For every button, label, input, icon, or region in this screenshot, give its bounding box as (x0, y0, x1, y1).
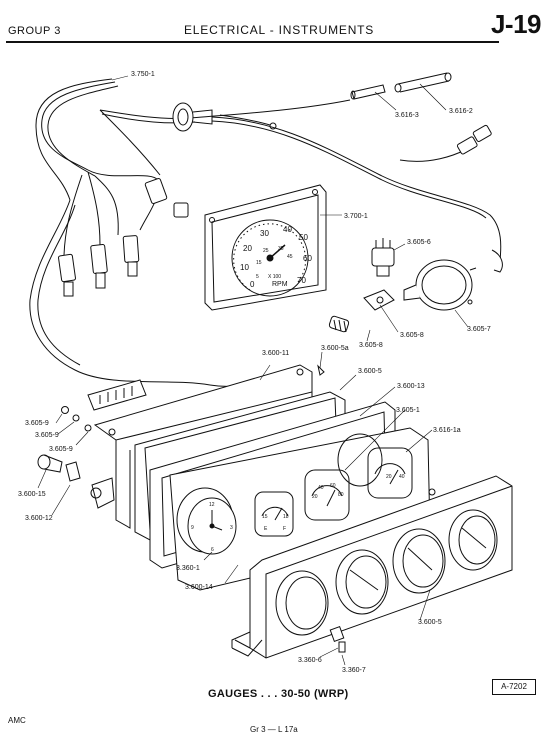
gauge-dial-ring (337, 433, 383, 487)
g2-20: 20 (386, 474, 392, 480)
clock-6: 6 (211, 547, 214, 553)
clock-9: 9 (191, 525, 194, 531)
header-rule (6, 41, 499, 43)
g3-18: 18 (283, 514, 289, 520)
footer-left: AMC (8, 716, 26, 725)
group-label: GROUP 3 (8, 25, 61, 37)
callout-3616-2: 3.616-2 (449, 108, 473, 115)
clock-gauge (176, 487, 237, 555)
callout-3600-14: 3.600-14 (185, 584, 213, 591)
screw-3 (84, 424, 92, 432)
bulb-socket (37, 454, 63, 473)
temperature-gauge (304, 469, 350, 521)
fuel-gauge (254, 491, 294, 537)
speedometer-cable (211, 116, 503, 273)
harness-connectors (58, 177, 189, 297)
tach-70: 70 (297, 276, 306, 285)
callout-3600-13: 3.600-13 (397, 383, 425, 390)
tach-30: 30 (260, 229, 269, 238)
callout-3616-1a: 3.616-1a (433, 427, 461, 434)
callout-3360-6: 3.360-6 (298, 657, 322, 664)
figure-caption: GAUGES . . . 30-50 (WRP) (208, 688, 349, 700)
figure-id: A-7202 (492, 679, 536, 695)
callout-3600-11: 3.600-11 (262, 350, 289, 357)
clock-3: 3 (230, 525, 233, 531)
callout-3700-1: 3.700-1 (344, 213, 368, 220)
small-gauge-scales: 20 40 60 80 20 40 15 18 E F 12 3 6 9 (191, 474, 405, 553)
callout-3600-5a: 3.600-5a (321, 345, 349, 352)
callout-3616-3: 3.616-3 (395, 112, 419, 119)
callout-3605-6: 3.605-6 (407, 239, 431, 246)
tach-multiplier: X 100 (268, 274, 281, 280)
printed-circuit-connector (87, 379, 147, 411)
ring-terminal (269, 122, 277, 130)
callout-3600-5-bottom: 3.600-5 (418, 619, 442, 626)
callout-3600-5-top: 3.600-5 (358, 368, 382, 375)
section-title: ELECTRICAL - INSTRUMENTS (184, 23, 375, 37)
leader-lines (37, 75, 469, 666)
ground-wire (219, 114, 271, 126)
temperature-sender (403, 259, 477, 311)
tach-40: 40 (283, 225, 292, 234)
tach-10: 10 (240, 263, 249, 272)
cluster-bezel (231, 475, 513, 659)
clock-lamp-socket (329, 626, 346, 653)
tach-25: 25 (263, 248, 269, 254)
ammeter-gauge (367, 447, 413, 499)
tachometer-scale: 0 10 20 30 40 50 60 70 (240, 225, 312, 289)
callout-3605-8b: 3.605-8 (400, 332, 424, 339)
callout-3360-1: 3.360-1 (176, 565, 200, 572)
callout-3750-1: 3.750-1 (131, 71, 155, 78)
adapter-fitting (363, 289, 395, 311)
screw-1 (61, 406, 69, 414)
tachometer-inner-scale: 5 15 25 35 45 (256, 246, 293, 280)
callout-labels: 3.750-1 3.616-3 3.616-2 3.700-1 3.605-6 … (18, 71, 491, 674)
bulb (65, 461, 81, 482)
callout-3605-1: 3.605-1 (396, 407, 420, 414)
tach-5: 5 (256, 274, 259, 280)
callout-3600-15: 3.600-15 (18, 491, 46, 498)
tach-50: 50 (299, 233, 308, 242)
tach-15: 15 (256, 260, 262, 266)
clock-12: 12 (209, 502, 215, 508)
callout-3360-7: 3.360-7 (342, 667, 366, 674)
tachometer (204, 184, 327, 311)
callout-3605-9c: 3.605-9 (49, 446, 73, 453)
callout-3600-12: 3.600-12 (25, 515, 53, 522)
callout-3605-8a: 3.605-8 (359, 342, 383, 349)
g1-40: 40 (318, 485, 324, 491)
g3-15: 15 (262, 514, 268, 520)
callout-3605-7: 3.605-7 (467, 326, 491, 333)
g1-80: 80 (338, 492, 344, 498)
g4-e: E (264, 526, 268, 532)
tach-35: 35 (278, 246, 284, 252)
tach-unit: RPM (272, 281, 288, 288)
footer-center: Gr 3 — L 17a (250, 725, 298, 734)
screw-4 (317, 364, 325, 376)
tach-60: 60 (303, 254, 312, 263)
g1-20: 20 (312, 494, 318, 500)
tach-45: 45 (287, 254, 293, 260)
sender-plug (328, 315, 350, 333)
g4-f: F (283, 526, 286, 532)
cable-sleeve (350, 72, 452, 100)
tach-0: 0 (250, 280, 255, 289)
pressure-sender (371, 238, 395, 277)
page-number: J-19 (490, 9, 542, 39)
page-header: GROUP 3 ELECTRICAL - INSTRUMENTS J-19 (0, 0, 549, 44)
screw-2 (72, 414, 80, 422)
g1-60: 60 (330, 483, 336, 489)
g2-40: 40 (399, 474, 405, 480)
tach-20: 20 (243, 244, 252, 253)
callout-3605-9a: 3.605-9 (25, 420, 49, 427)
callout-3605-9b: 3.605-9 (35, 432, 59, 439)
